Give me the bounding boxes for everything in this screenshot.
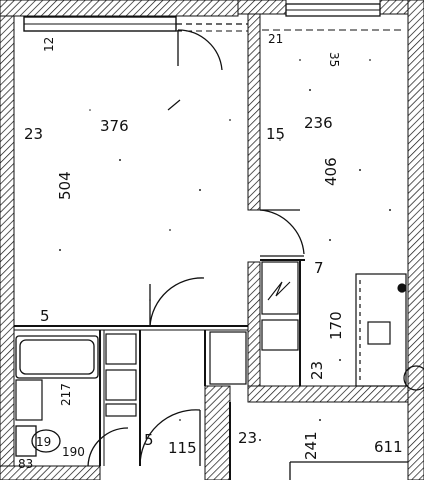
label-bottom-right: 611: [374, 438, 403, 456]
toilet: [15, 425, 61, 457]
wall-partition-vertical-lower: [247, 261, 261, 397]
label-bath-height: 217: [59, 383, 73, 406]
label-kitchen-run: 170: [327, 311, 345, 340]
label-partition-wall: 15: [266, 125, 285, 143]
wall-top-segment-b: [237, 0, 287, 15]
wall-top-left-segment: [0, 0, 15, 480]
bottom-right-room: [289, 461, 408, 480]
label-main-room-width: 376: [100, 117, 129, 135]
door-bottom-left: [87, 427, 129, 467]
label-main-room-height: 504: [56, 171, 74, 200]
kitchen-counter: [355, 273, 424, 391]
dimension-labels: 376 504 23 12 5 236 406 15 21 35 7 170 2…: [18, 32, 403, 471]
label-wc: 19: [36, 435, 51, 449]
door-main-room-top: [177, 29, 223, 71]
wall-bottom-middle: [204, 385, 231, 480]
wall-top-segment-a: [0, 0, 239, 17]
wall-partition-vertical: [247, 13, 261, 211]
washbasin-cabinet: [15, 333, 137, 421]
label-window-top-right-a: 21: [268, 32, 283, 46]
bathtub: [15, 335, 99, 379]
label-kitchen-wall: 23: [308, 361, 326, 380]
label-bottom-left: 83: [18, 457, 33, 471]
scan-speckles: [59, 59, 391, 441]
door-bathroom: [139, 409, 201, 467]
window-main-room: [23, 16, 248, 32]
label-bottom-center: 241: [302, 431, 320, 460]
label-door-offset: 7: [314, 259, 324, 277]
door-right-room: [259, 209, 305, 257]
label-window-top-right-b: 35: [327, 52, 341, 67]
label-main-room-window-sill: 12: [42, 37, 56, 52]
label-bottom-wall: 23: [238, 429, 257, 447]
wall-bottom-right: [247, 385, 409, 403]
label-main-room-bottom-offset: 5: [40, 307, 50, 325]
wall-right: [407, 0, 424, 480]
label-main-room-left-wall: 23: [24, 125, 43, 143]
internal-partitions: [14, 259, 305, 480]
label-hall-door-offset: 5: [144, 431, 154, 449]
hall-cabinets: [209, 261, 299, 385]
label-hall-door-width: 115: [168, 439, 197, 457]
label-right-room-height: 406: [322, 157, 340, 186]
window-right-room: [262, 3, 405, 31]
label-right-room-width: 236: [304, 114, 333, 132]
label-bath-width: 190: [62, 445, 85, 459]
wall-bottom-left: [0, 465, 101, 480]
door-hall: [149, 277, 205, 327]
